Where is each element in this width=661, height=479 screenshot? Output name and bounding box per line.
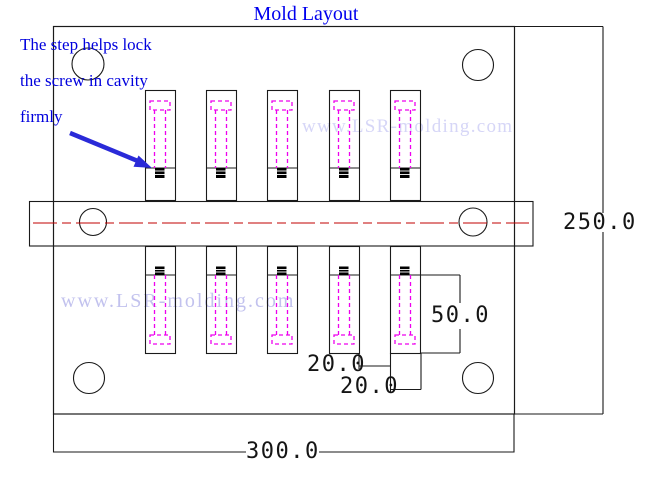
leader-arrow xyxy=(69,130,152,168)
dim-cavity-gap-label: 20.0 xyxy=(307,352,366,377)
dim-plate-height-lines xyxy=(515,25,604,415)
dim-cavity-width-lines xyxy=(390,353,422,391)
dim-plate-height-label: 250.0 xyxy=(563,210,637,235)
cavity-top-5 xyxy=(389,89,422,202)
cavity-top-4 xyxy=(328,89,361,202)
mold-plate-outline xyxy=(52,25,516,415)
annotation-line-2: the screw in cavity xyxy=(20,71,148,90)
cavity-row-bottom xyxy=(144,245,422,355)
cavity-bottom-1 xyxy=(144,245,177,355)
watermark-bottom: www.LSR-molding.com xyxy=(61,290,296,312)
cavity-bottom-3 xyxy=(266,245,299,355)
runner-hole-left xyxy=(78,207,108,237)
drawing-title: Mold Layout xyxy=(253,3,359,25)
runner-bar xyxy=(28,200,534,247)
dim-cavity-width-label: 20.0 xyxy=(340,374,399,399)
mounting-hole-bottom-right xyxy=(461,361,495,395)
cavity-bottom-5 xyxy=(389,245,422,355)
runner-hole-right xyxy=(458,207,488,237)
mounting-hole-bottom-left xyxy=(72,361,106,395)
dim-plate-width-lines xyxy=(52,414,515,453)
annotation-line-1: The step helps lock xyxy=(20,35,152,54)
mounting-hole-top-left xyxy=(71,47,105,81)
cavity-top-3 xyxy=(266,89,299,202)
dim-cavity-length-label: 50.0 xyxy=(431,303,490,328)
cavity-bottom-4 xyxy=(328,245,361,355)
dim-plate-width-label: 300.0 xyxy=(246,439,320,464)
cavity-bottom-2 xyxy=(205,245,238,355)
watermark-top: www.LSR-molding.com xyxy=(302,116,514,137)
dim-cavity-gap-lines xyxy=(358,353,392,392)
dim-cavity-length-lines xyxy=(420,274,461,354)
mounting-holes xyxy=(71,47,495,395)
mounting-hole-top-right xyxy=(461,48,495,82)
annotation-line-3: firmly xyxy=(20,107,63,126)
